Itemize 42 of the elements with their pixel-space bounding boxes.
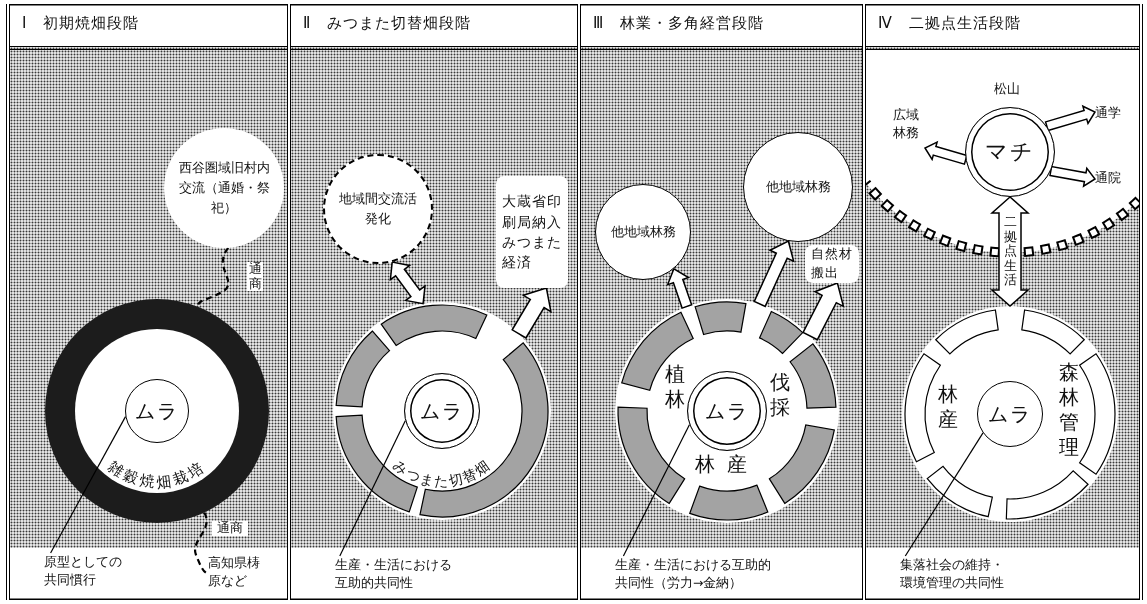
dashed-route	[194, 512, 209, 575]
block-arrow	[1044, 104, 1097, 132]
ring-label: 林産	[694, 452, 760, 477]
ring-label: みつまた切替畑	[390, 456, 494, 489]
block-arrow	[666, 267, 693, 310]
panel-heading: Ⅰ 初期焼畑段階	[22, 14, 140, 33]
panel-heading: Ⅳ 二拠点生活段階	[878, 14, 1021, 33]
village-circle: ムラ	[687, 371, 767, 451]
ring-label: 伐採	[769, 370, 791, 420]
note-text: 生産・生活における互助的共同性（労力→金納）	[615, 556, 783, 596]
note-text: 原型としての共同慣行	[44, 553, 126, 593]
village-circle: ムラ	[404, 373, 480, 449]
block-arrow	[753, 240, 795, 308]
block-arrow	[511, 287, 552, 340]
edge-label: 通商	[212, 521, 248, 536]
note-text: 通学	[1095, 104, 1129, 124]
block-arrow	[389, 261, 426, 305]
note-text: 集落社会の維持・環境管理の共同性	[900, 556, 1006, 596]
label-box: 大蔵省印刷局納入みつまた経済	[496, 176, 568, 288]
panel	[6, 4, 287, 600]
label-box: 自然材搬出	[805, 245, 859, 283]
ring-label: 雑穀焼畑栽培	[104, 457, 210, 492]
panel	[287, 4, 577, 600]
ring-label: 森林管理	[1058, 360, 1080, 460]
village-circle: ムラ	[977, 381, 1043, 447]
block-arrow	[1049, 165, 1097, 188]
place-label: 松山	[994, 80, 1020, 98]
note-text: 通院	[1095, 169, 1129, 189]
note-text: 高知県梼原など	[208, 554, 262, 594]
ring-label: 植林	[664, 362, 686, 412]
panel-heading: Ⅱ みつまた切替畑段階	[303, 14, 472, 33]
edge-label: 二拠点生活	[1002, 215, 1018, 288]
ring-label: 林産	[937, 382, 959, 432]
edge-label: 通商	[247, 262, 263, 292]
block-arrow	[923, 140, 968, 166]
dashed-route	[197, 247, 230, 308]
block-arrow	[802, 282, 845, 341]
note-text: 生産・生活における互助的共同性	[335, 556, 455, 596]
panel	[577, 4, 862, 600]
note-text: 広域林務	[893, 106, 925, 148]
panel-heading: Ⅲ 林業・多角経営段階	[593, 14, 765, 33]
panel	[862, 4, 1143, 600]
